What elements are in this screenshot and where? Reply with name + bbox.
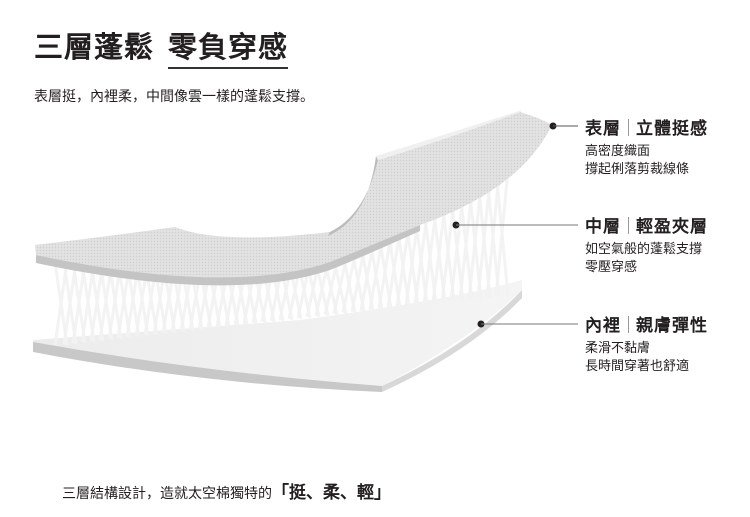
layer-name: 內裡 bbox=[585, 316, 621, 336]
callout-middle bbox=[452, 221, 578, 229]
title-part-1: 三層蓬鬆 bbox=[34, 30, 155, 64]
layer-desc: 高密度織面 bbox=[585, 144, 651, 159]
layer-desc: 零壓穿感 bbox=[585, 260, 638, 275]
layer-desc: 撐起俐落剪裁線條 bbox=[585, 162, 690, 177]
middle-layer-fibers bbox=[53, 170, 510, 346]
title-part-2: 零負穿感 bbox=[168, 24, 289, 69]
layer-name: 中層 bbox=[585, 217, 621, 237]
fiber bbox=[494, 170, 510, 296]
layer-desc: 如空氣般的蓬鬆支撐 bbox=[585, 242, 703, 257]
subtitle: 表層挺，內裡柔，中間像雲一樣的蓬鬆支撐。 bbox=[34, 89, 314, 105]
divider bbox=[628, 119, 629, 136]
layer-feature: 親膚彈性 bbox=[636, 316, 708, 336]
footer-text: 三層結構設計，造就太空棉獨特的 bbox=[62, 486, 272, 502]
layer-feature: 輕盈夾層 bbox=[636, 217, 708, 237]
callout-bottom bbox=[477, 320, 578, 328]
divider bbox=[628, 316, 629, 333]
footer-emphasis: 「挺、柔、輕」 bbox=[272, 483, 391, 503]
page-title: 三層蓬鬆零負穿感 bbox=[34, 24, 289, 69]
layer-label-top: 表層立體挺感 高密度織面撐起俐落剪裁線條 bbox=[585, 114, 708, 179]
top-layer bbox=[35, 110, 552, 286]
layer-desc: 柔滑不黏膚 bbox=[585, 341, 651, 356]
footer-caption: 三層結構設計，造就太空棉獨特的「挺、柔、輕」 bbox=[62, 478, 391, 503]
layer-label-middle: 中層輕盈夾層 如空氣般的蓬鬆支撐零壓穿感 bbox=[585, 212, 708, 277]
callout-top bbox=[549, 122, 578, 130]
layer-feature: 立體挺感 bbox=[636, 119, 708, 139]
divider bbox=[628, 217, 629, 234]
layer-desc: 長時間穿著也舒適 bbox=[585, 359, 690, 374]
layer-label-bottom: 內裡親膚彈性 柔滑不黏膚長時間穿著也舒適 bbox=[585, 311, 708, 376]
layer-name: 表層 bbox=[585, 119, 621, 139]
